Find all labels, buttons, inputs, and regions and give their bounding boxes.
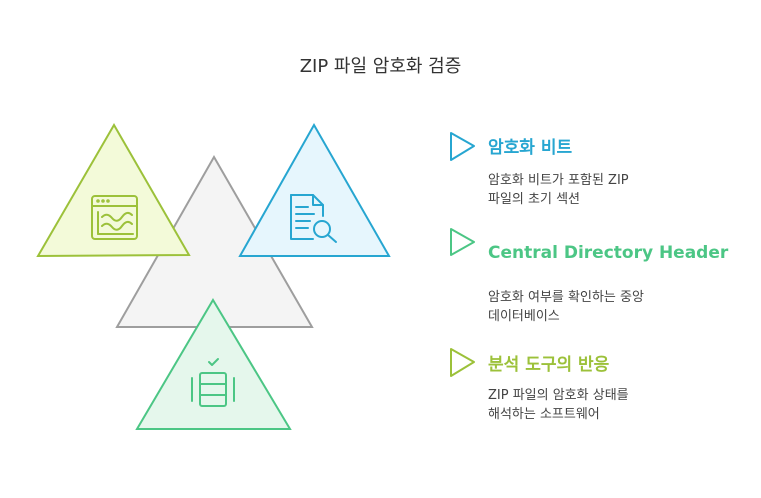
legend-desc-encryption-bit: 암호화 비트가 포함된 ZIP 파일의 초기 섹션	[488, 171, 728, 209]
lime-triangle	[36, 123, 191, 258]
browser-chart-icon	[91, 195, 138, 240]
diagram-title: ZIP 파일 암호화 검증	[299, 56, 462, 77]
legend-title-encryption-bit: 암호화 비트	[488, 138, 573, 158]
play-marker-lime-icon	[450, 348, 475, 377]
play-marker-blue-icon	[450, 132, 475, 161]
legend-title-central-directory: Central Directory Header	[488, 243, 729, 263]
legend-title-analysis-tools: 분석 도구의 반응	[488, 355, 610, 375]
legend-desc-central-directory: 암호화 여부를 확인하는 중앙 데이터베이스	[488, 288, 728, 326]
document-search-icon	[290, 194, 337, 243]
desc-line: 해석하는 소프트웨어	[488, 407, 600, 422]
database-check-icon	[191, 358, 235, 407]
legend-desc-analysis-tools: ZIP 파일의 암호화 상태를 해석하는 소프트웨어	[488, 386, 728, 424]
play-marker-green-icon	[450, 228, 475, 256]
blue-triangle	[238, 122, 391, 257]
desc-line: 암호화 여부를 확인하는 중앙	[488, 290, 644, 305]
desc-line: 파일의 초기 섹션	[488, 192, 580, 207]
desc-line: 데이터베이스	[488, 309, 560, 324]
desc-line: 암호화 비트가 포함된 ZIP	[488, 173, 629, 188]
desc-line: ZIP 파일의 암호화 상태를	[488, 388, 629, 403]
